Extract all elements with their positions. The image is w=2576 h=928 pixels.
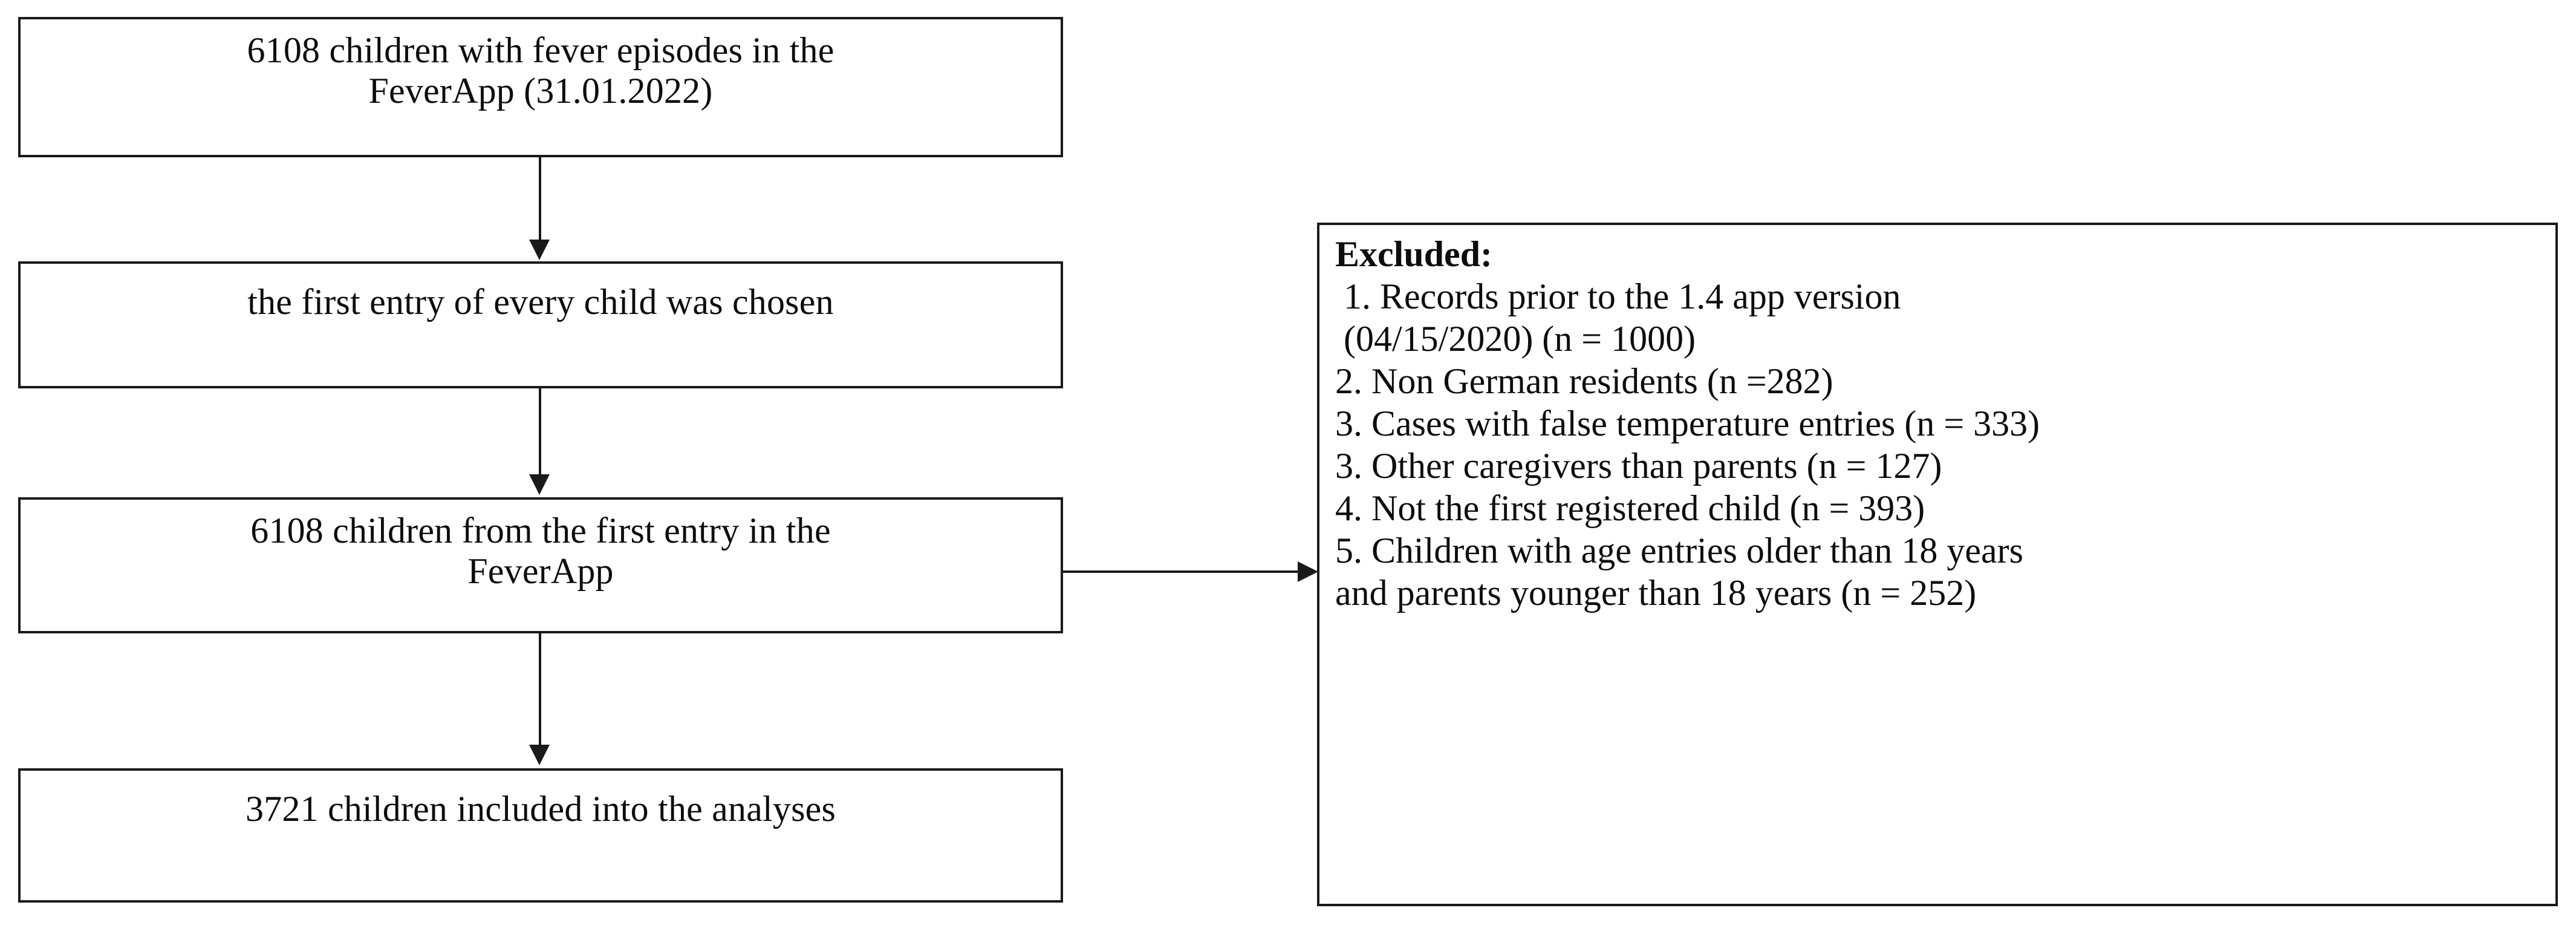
excluded-reason-list: 1. Records prior to the 1.4 app version … [1335, 276, 2542, 614]
excluded-reason-item: 1. Records prior to the 1.4 app version … [1344, 276, 1901, 359]
excluded-box: Excluded: 1. Records prior to the 1.4 ap… [1317, 223, 2558, 906]
connector-first-fever-to-analysed [539, 633, 541, 747]
cohort-box-label: 6108 children with fever episodes in the… [247, 30, 834, 111]
first-entry-cohort-box-label: 6108 children from the first entry in th… [250, 511, 831, 592]
arrow-down-icon [529, 240, 550, 260]
connector-first-fever-to-excluded [1063, 570, 1299, 573]
excluded-reason-item: 5. Children with age entries older than … [1335, 530, 2024, 613]
arrow-right-icon [1298, 561, 1318, 582]
first-entry-box: the first entry of every child was chose… [18, 261, 1063, 388]
included-analyses-box: 3721 children included into the analyses [18, 768, 1063, 903]
arrow-down-icon [529, 474, 550, 495]
excluded-reason-item: 3. Other caregivers than parents (n = 12… [1335, 445, 1942, 486]
connector-first-entry-to-first-fever [539, 388, 541, 477]
cohort-box: 6108 children with fever episodes in the… [18, 17, 1063, 157]
excluded-box-title: Excluded: [1335, 234, 1493, 274]
arrow-down-icon [529, 745, 550, 765]
first-entry-box-label: the first entry of every child was chose… [247, 282, 834, 322]
excluded-box-body: Excluded: 1. Records prior to the 1.4 ap… [1319, 225, 2555, 615]
first-entry-cohort-box: 6108 children from the first entry in th… [18, 497, 1063, 633]
connector-cohort-to-first-entry [539, 157, 541, 242]
excluded-reason-item: 3. Cases with false temperature entries … [1335, 404, 2040, 444]
excluded-reason-item: 4. Not the first registered child (n = 3… [1335, 488, 1925, 528]
excluded-reason-item: 2. Non German residents (n =282) [1335, 361, 1833, 402]
included-analyses-box-label: 3721 children included into the analyses [245, 789, 836, 829]
